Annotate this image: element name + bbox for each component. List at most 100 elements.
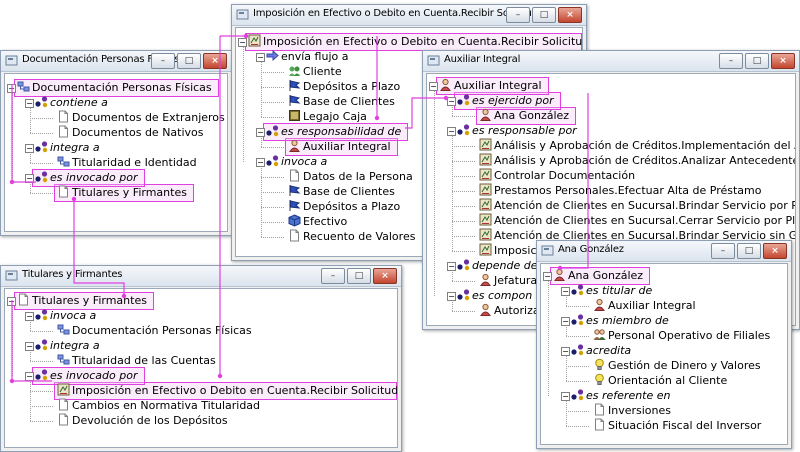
tree-node[interactable]: envía flujo a [266,49,348,65]
tree-node[interactable]: Personal Operativo de Filiales [593,328,770,344]
collapse-toggle[interactable]: − [7,84,16,93]
tree-node[interactable]: Ana González [553,268,643,284]
tree-node[interactable]: Imposició [479,243,546,259]
tree-node[interactable]: Auxiliar Integral [593,298,696,314]
relation-node[interactable]: es compon [457,288,532,304]
relation-node[interactable]: es invocado por [35,170,138,186]
collapse-toggle[interactable]: − [25,372,34,381]
close-button[interactable]: × [771,53,795,69]
relation-node[interactable]: es miembro de [571,313,669,329]
close-button[interactable]: × [373,268,397,284]
tree-node[interactable]: Gestión de Dinero y Valores [593,358,761,374]
minimize-button[interactable]: – [506,7,530,23]
tree-node[interactable]: Análisis y Aprobación de Créditos.Implem… [479,138,795,154]
tree-node[interactable]: Auxiliar Integral [439,78,542,94]
maximize-button[interactable]: □ [347,268,371,284]
title-bar[interactable]: Ana González – □ × [537,241,791,262]
relation-node[interactable]: es referente en [571,388,671,404]
title-bar[interactable]: Auxiliar Integral – □ × [423,51,799,72]
minimize-button[interactable]: – [719,53,743,69]
window-documentacion-personas-fisicas[interactable]: Documentación Personas Físicas – □ × −Do… [0,50,232,236]
collapse-toggle[interactable]: − [7,297,16,306]
relation-node[interactable]: integra a [35,140,100,156]
tree-node[interactable]: Inversiones [593,403,671,419]
collapse-toggle[interactable]: − [256,128,265,137]
collapse-toggle[interactable]: − [25,312,34,321]
tree-node[interactable]: Documentación Personas Físicas [17,80,212,96]
tree-node[interactable]: Situación Fiscal del Inversor [593,418,761,434]
collapse-toggle[interactable]: − [561,287,570,296]
tree-node[interactable]: Controlar Documentación [479,168,635,184]
relation-node[interactable]: invoca a [266,154,327,170]
relation-node[interactable]: contiene a [35,95,108,111]
tree-node[interactable]: Efectivo [288,214,347,230]
tree-node[interactable]: Legajo Caja [288,109,367,125]
tree-node[interactable]: Atención de Clientes en Sucursal.Cerrar … [479,213,795,229]
tree-node[interactable]: Devolución de los Depósitos [57,413,228,429]
collapse-toggle[interactable]: − [543,272,552,281]
collapse-toggle[interactable]: − [25,99,34,108]
tree-node[interactable]: Titulares y Firmantes [57,185,187,201]
maximize-button[interactable]: □ [737,243,761,259]
relation-node[interactable]: es invocado por [35,368,138,384]
collapse-toggle[interactable]: − [447,262,456,271]
tree-node[interactable]: Titularidad de las Cuentas [57,353,216,369]
collapse-toggle[interactable]: − [238,38,247,47]
tree-node[interactable]: Jefatura [479,273,537,289]
collapse-toggle[interactable]: − [256,158,265,167]
tree-node[interactable]: Prestamos Personales.Efectuar Alta de Pr… [479,183,761,199]
tree-node[interactable]: Análisis y Aprobación de Créditos.Analiz… [479,153,795,169]
close-button[interactable]: × [203,53,227,69]
minimize-button[interactable]: – [151,53,175,69]
close-button[interactable]: × [558,7,582,23]
tree-node[interactable]: Titularidad e Identidad [57,155,197,171]
tree-node[interactable]: Cliente [288,64,342,80]
collapse-toggle[interactable]: − [447,292,456,301]
relation-node[interactable]: es responsable por [457,123,577,139]
tree-node[interactable]: Base de Clientes [288,94,395,110]
collapse-toggle[interactable]: − [25,342,34,351]
relation-node[interactable]: integra a [35,338,100,354]
tree-node[interactable]: Documentos de Nativos [57,125,204,141]
collapse-toggle[interactable]: − [25,174,34,183]
tree-node[interactable]: Atención de Clientes en Sucursal.Brindar… [479,198,795,214]
maximize-button[interactable]: □ [745,53,769,69]
tree-node[interactable]: Cambios en Normativa Titularidad [57,398,260,414]
collapse-toggle[interactable]: − [561,317,570,326]
tree-node[interactable]: Imposición en Efectivo o Debito en Cuent… [248,34,582,50]
tree-node[interactable]: Titulares y Firmantes [17,293,147,309]
relation-node[interactable]: es titular de [571,283,652,299]
relation-node[interactable]: depende de [457,258,537,274]
tree-node[interactable]: Autorizan [479,303,547,319]
title-bar[interactable]: Titulares y Firmantes – □ × [1,266,401,287]
title-bar[interactable]: Imposición en Efectivo o Debito en Cuent… [232,5,586,26]
collapse-toggle[interactable]: − [25,144,34,153]
tree-node[interactable]: Recuento de Valores [288,229,415,245]
collapse-toggle[interactable]: − [447,97,456,106]
tree-view[interactable]: −Documentación Personas Físicas−contiene… [4,73,228,232]
collapse-toggle[interactable]: − [447,127,456,136]
minimize-button[interactable]: – [711,243,735,259]
tree-node[interactable]: Documentos de Extranjeros [57,110,225,126]
minimize-button[interactable]: – [321,268,345,284]
collapse-toggle[interactable]: − [561,347,570,356]
relation-node[interactable]: es ejercido por [457,93,554,109]
collapse-toggle[interactable]: − [429,82,438,91]
window-ana-gonzalez[interactable]: Ana González – □ × −Ana González−es titu… [536,240,792,449]
tree-node[interactable]: Documentación Personas Físicas [57,323,252,339]
tree-node[interactable]: Datos de la Persona [288,169,413,185]
tree-node[interactable]: Orientación al Cliente [593,373,727,389]
collapse-toggle[interactable]: − [561,392,570,401]
close-button[interactable]: × [763,243,787,259]
tree-node[interactable]: Ana González [479,108,569,124]
tree-node[interactable]: Auxiliar Integral [288,139,391,155]
relation-node[interactable]: acredita [571,343,631,359]
maximize-button[interactable]: □ [177,53,201,69]
maximize-button[interactable]: □ [532,7,556,23]
collapse-toggle[interactable]: − [256,53,265,62]
relation-node[interactable]: es responsabilidad de [266,124,401,140]
tree-node[interactable]: Depósitos a Plazo [288,199,400,215]
tree-node[interactable]: Imposición en Efectivo o Debito en Cuent… [57,383,397,399]
